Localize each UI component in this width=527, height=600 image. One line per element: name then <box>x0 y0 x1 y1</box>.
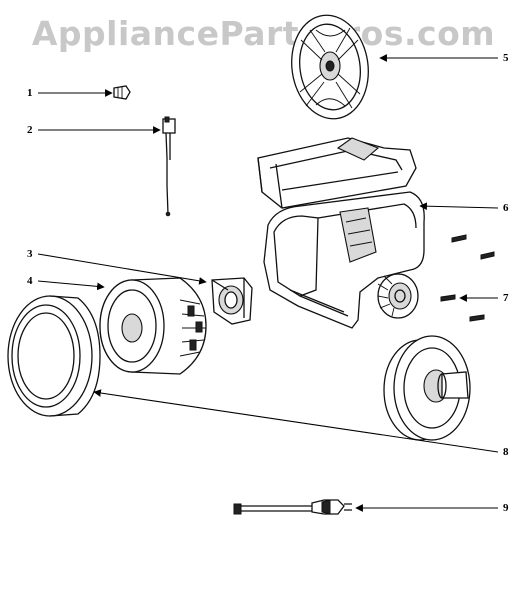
callout-2: 2 <box>27 124 33 136</box>
callout-7: 7 <box>503 292 509 304</box>
callout-6: 6 <box>503 202 509 214</box>
part-4-motor[interactable] <box>99 277 207 375</box>
part-5-wheel-cap[interactable] <box>285 10 375 124</box>
callout-1: 1 <box>27 87 33 99</box>
part-1-plug[interactable] <box>113 85 131 100</box>
part-8-wheel[interactable] <box>383 335 471 441</box>
leader-8 <box>93 389 499 453</box>
leader-4 <box>37 280 105 291</box>
part-9-power-cord[interactable] <box>233 499 352 515</box>
leader-6 <box>419 202 499 211</box>
callout-8: 8 <box>503 446 509 458</box>
callout-9: 9 <box>503 502 509 514</box>
watermark-logo: AppliancePartsPros.com <box>31 14 496 53</box>
part-3-motor-bracket[interactable] <box>211 277 253 325</box>
callout-3: 3 <box>27 248 33 260</box>
part-7-screws[interactable] <box>440 234 495 322</box>
callout-5: 5 <box>503 52 509 64</box>
callout-4: 4 <box>27 275 33 287</box>
part-2-switch-lead[interactable] <box>162 116 176 217</box>
leader-3 <box>37 253 207 285</box>
part-8-gasket-ring[interactable] <box>7 295 101 417</box>
part-6-main-housing[interactable] <box>257 137 425 329</box>
